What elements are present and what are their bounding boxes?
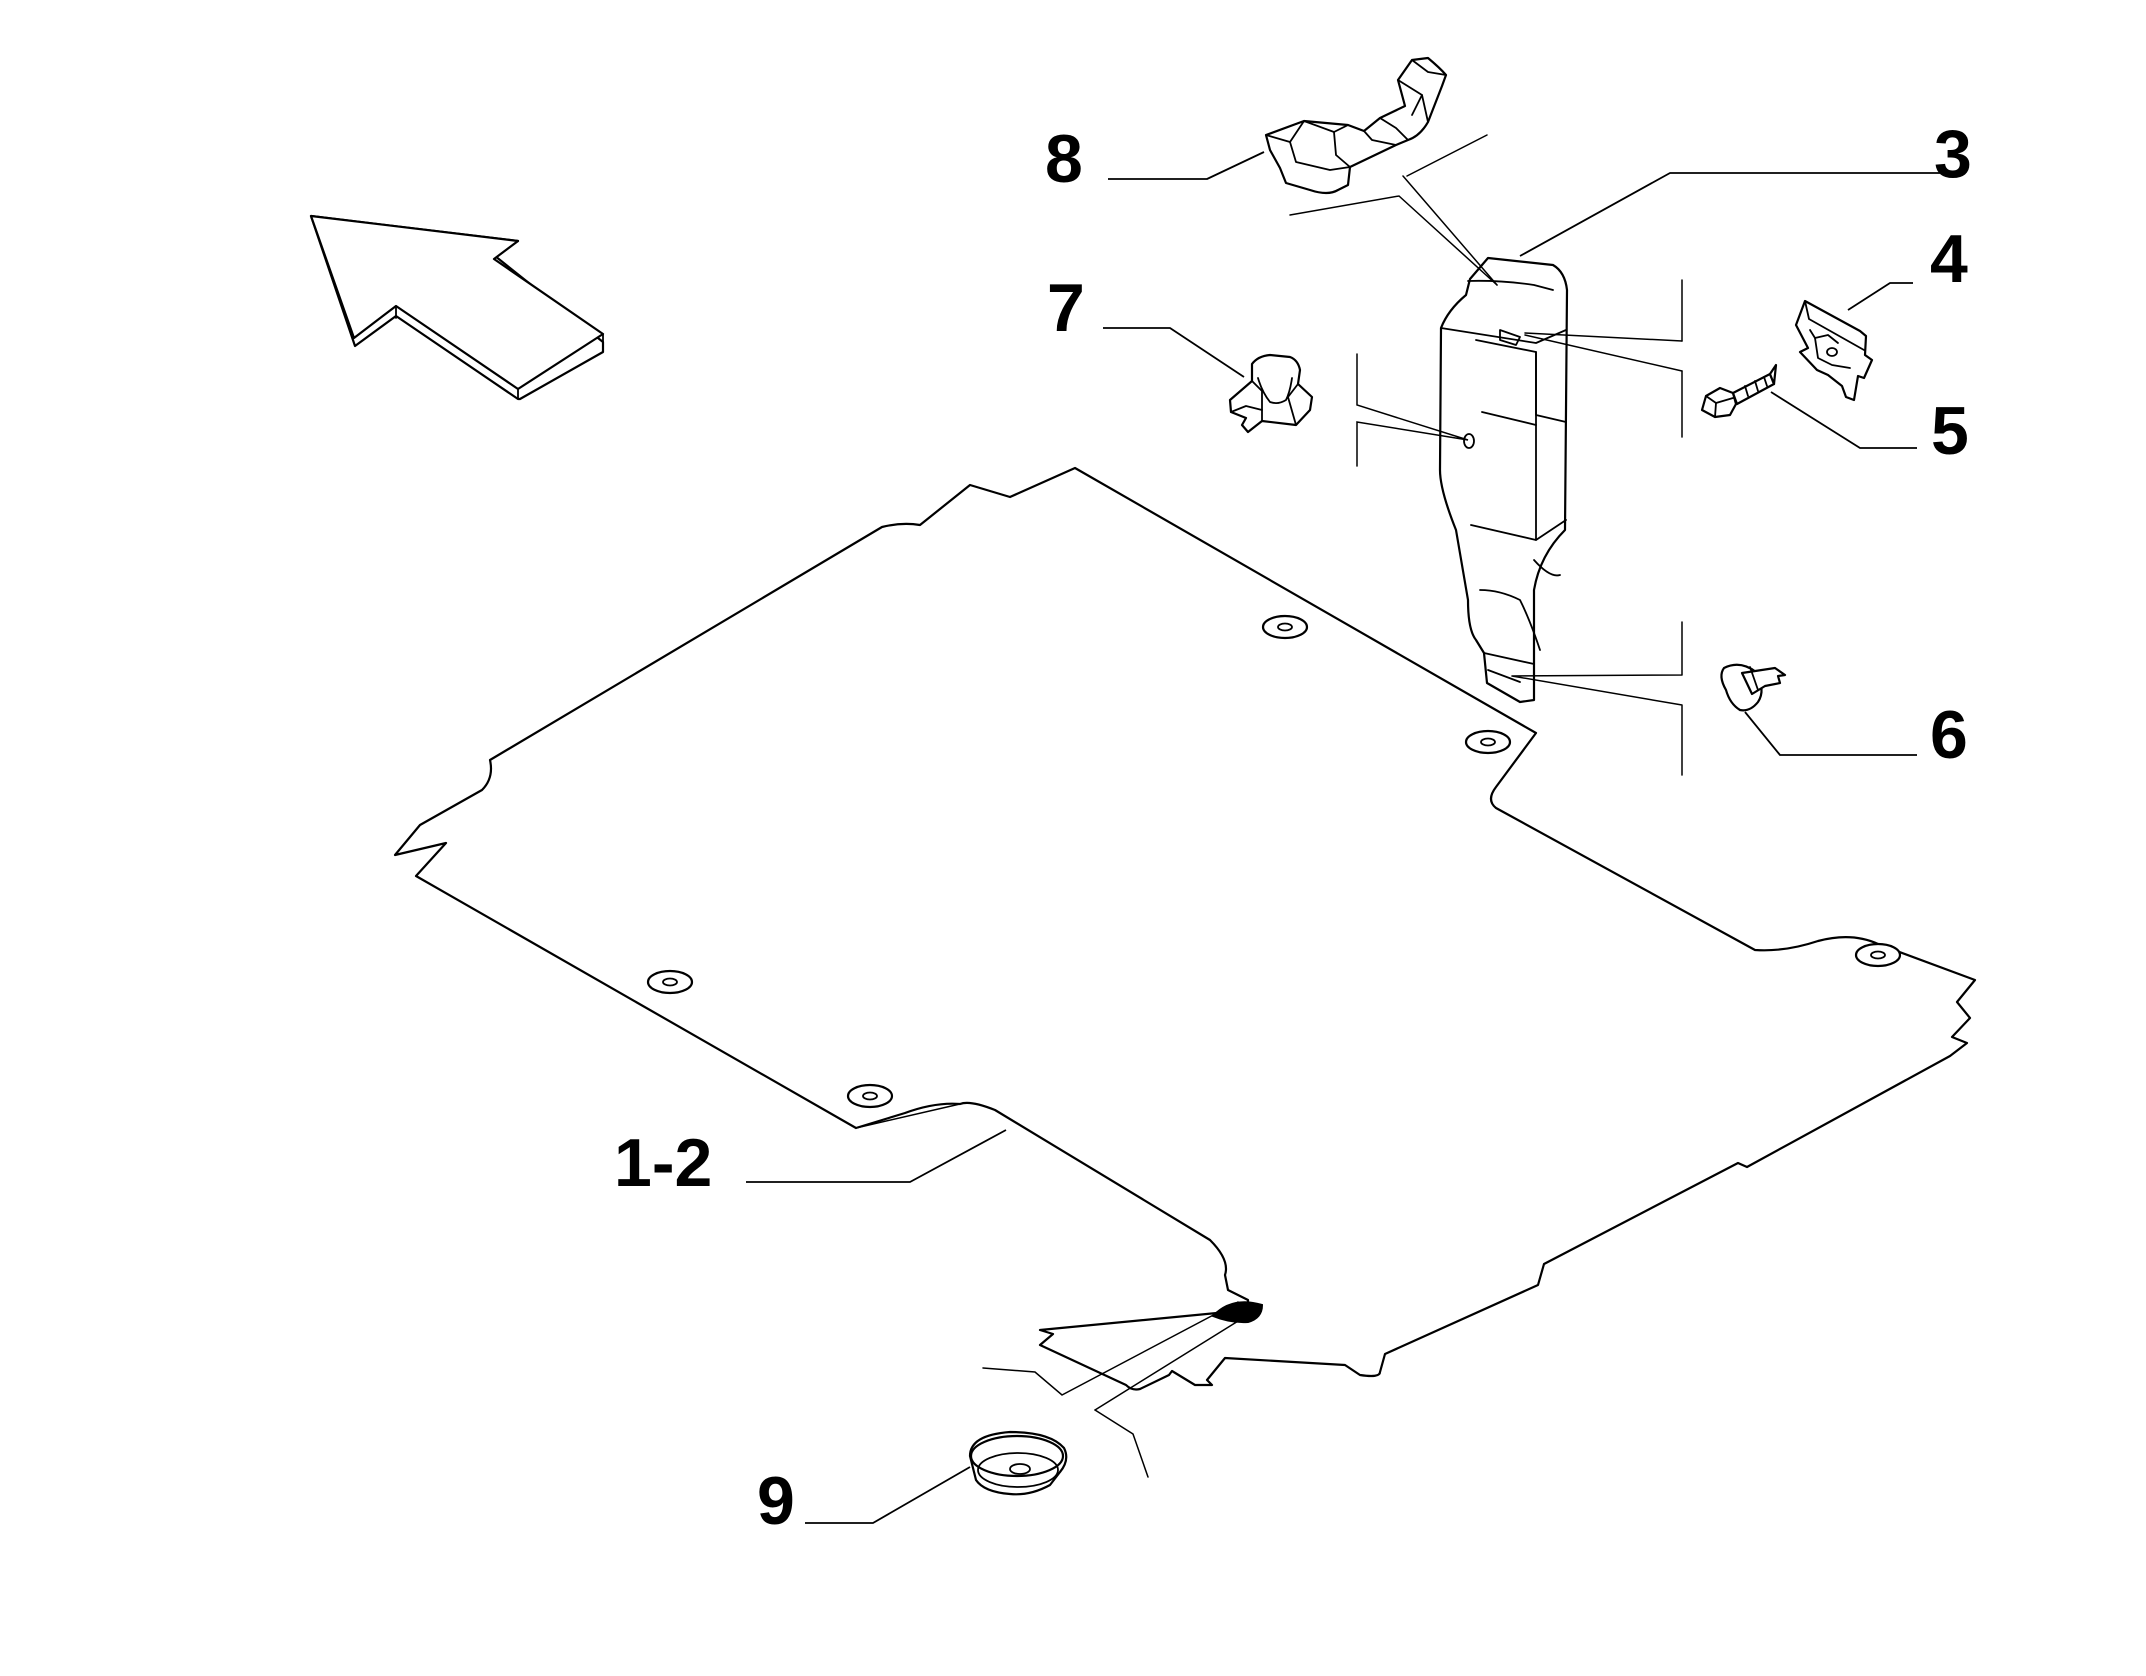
mat-fastener-hole [1261,614,1309,640]
clip-part-7 [1228,353,1314,434]
mat-fastener-hole [646,969,694,995]
floor-mat-part [393,466,1977,1391]
callout-6: 6 [1930,697,1968,773]
mat-fastener-hole [1464,729,1512,755]
callout-labels: 8 3 4 7 5 6 1-2 9 [614,116,1972,1539]
mat-fastener-hole [846,1083,894,1109]
callout-5: 5 [1931,393,1969,469]
pillar-trim-part [1438,256,1569,704]
callout-7: 7 [1047,270,1085,346]
callout-3: 3 [1934,116,1972,192]
screw-part-5 [1700,363,1778,419]
cap-part-9 [968,1430,1068,1496]
callout-8: 8 [1045,121,1083,197]
mat-fastener-hole [1854,942,1902,968]
bracket-part-8 [1264,56,1448,195]
retainer-plate-part-4 [1794,299,1874,402]
push-pin-part-6 [1720,663,1787,712]
reference-lines [982,134,1683,1478]
callout-4: 4 [1930,221,1968,297]
callout-1-2: 1-2 [614,1125,712,1201]
leader-lines [746,151,1940,1524]
direction-arrow-icon [309,214,605,401]
callout-9: 9 [757,1463,795,1539]
